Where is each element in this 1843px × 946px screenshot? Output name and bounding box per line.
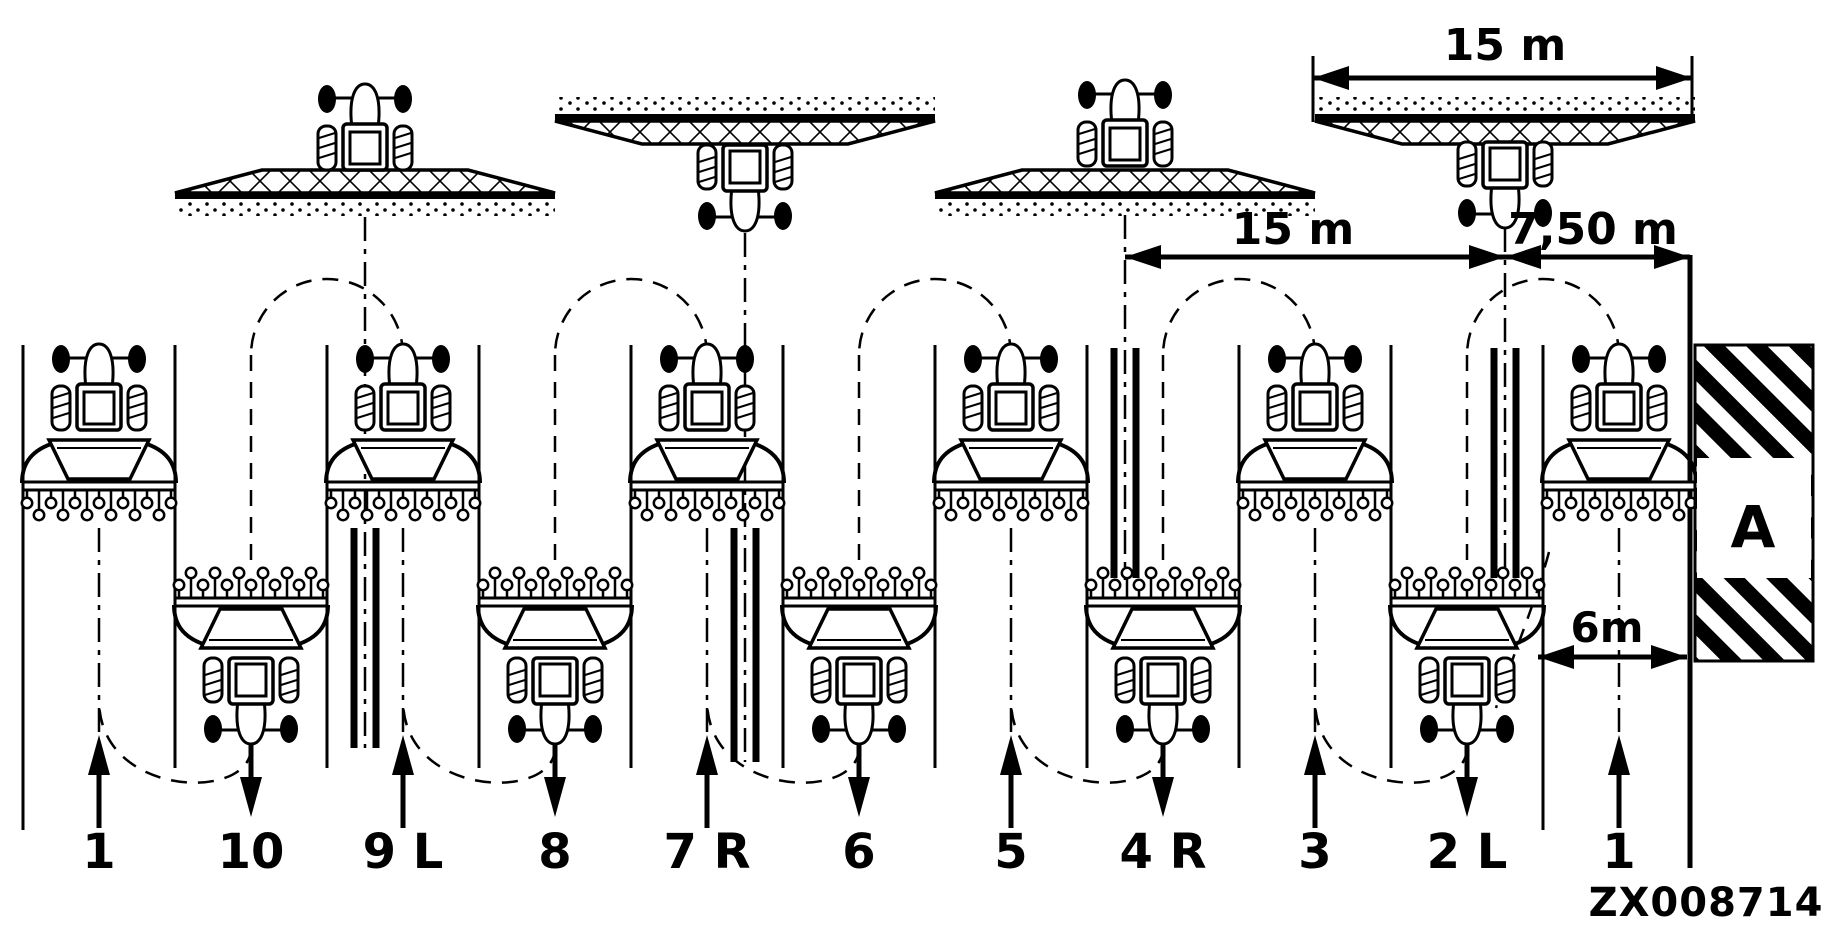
down-arrow-icon bbox=[544, 744, 566, 817]
tractor-icon bbox=[1076, 78, 1174, 168]
dimension-label: 7,50 m bbox=[1508, 204, 1678, 255]
up-arrow-icon bbox=[696, 735, 718, 828]
tramline-track-7R bbox=[730, 233, 760, 762]
lane-boundary-lines bbox=[21, 345, 1545, 830]
sprayer-boom-icon bbox=[475, 565, 635, 650]
tractor-icon bbox=[696, 143, 794, 233]
lane-label: 5 bbox=[994, 824, 1027, 880]
tractor-icon bbox=[316, 82, 414, 172]
sprayer-boom-icon bbox=[19, 438, 179, 523]
up-arrow-icon bbox=[1000, 735, 1022, 828]
tractor-icon bbox=[202, 656, 300, 746]
sprayer-boom-icon bbox=[323, 438, 483, 523]
tractor-icon bbox=[50, 342, 148, 432]
spreader-scene-9L bbox=[173, 82, 557, 218]
down-arrow-icon bbox=[1152, 744, 1174, 817]
tractor-icon bbox=[962, 342, 1060, 432]
tractor-icon bbox=[506, 656, 604, 746]
bottom-turn-loops bbox=[97, 699, 1469, 784]
dimension-label: 15 m bbox=[1232, 204, 1354, 255]
lane-pass-1-left: 1 bbox=[19, 342, 179, 880]
down-arrow-icon bbox=[848, 744, 870, 817]
dimension-edge-half-spacing: 7,50 m bbox=[1505, 204, 1690, 269]
down-arrow-icon bbox=[1456, 744, 1478, 817]
lane-pass-6: 6 bbox=[779, 355, 939, 880]
lane-pass-10: 10 bbox=[171, 355, 331, 880]
lane-label: 7 R bbox=[663, 824, 750, 880]
spread-fan-icon bbox=[173, 168, 557, 218]
sprayer-boom-icon bbox=[627, 438, 787, 523]
tractor-icon bbox=[354, 342, 452, 432]
tractor-icon bbox=[810, 656, 908, 746]
dimension-tramline-spacing: 15 m bbox=[1125, 204, 1505, 269]
down-arrow-icon bbox=[240, 744, 262, 817]
tramline-track-2L bbox=[1490, 228, 1520, 578]
lane-pass-2L: 2 L bbox=[1387, 355, 1547, 880]
tractor-icon bbox=[1266, 342, 1364, 432]
tractor-icon bbox=[1114, 656, 1212, 746]
lane-pass-1-right: 1 bbox=[1539, 342, 1699, 880]
dimension-label: 6m bbox=[1571, 603, 1644, 652]
lane-label: 6 bbox=[842, 824, 875, 880]
spread-fan-icon bbox=[553, 95, 937, 146]
tramline-track-9L bbox=[350, 217, 380, 748]
sprayer-boom-icon bbox=[1235, 438, 1395, 523]
lane-label: 8 bbox=[538, 824, 571, 880]
lane-pass-9L: 9 L bbox=[323, 342, 483, 880]
sprayer-boom-icon bbox=[171, 565, 331, 650]
tractor-icon bbox=[1570, 342, 1668, 432]
dimension-top-spread-width: 15 m bbox=[1311, 20, 1694, 122]
area-label: A bbox=[1731, 493, 1776, 561]
sprayer-boom-icon bbox=[931, 438, 1091, 523]
lane-label: 4 R bbox=[1119, 824, 1206, 880]
field-edge-area: A bbox=[1693, 343, 1815, 663]
lane-pass-4R: 4 R bbox=[1083, 355, 1243, 880]
lane-label: 1 bbox=[82, 824, 115, 880]
top-turn-loops bbox=[249, 277, 1621, 356]
lane-label: 3 bbox=[1298, 824, 1331, 880]
sprayer-boom-icon bbox=[1539, 438, 1699, 523]
tractor-icon bbox=[1418, 656, 1516, 746]
spreader-scene-4R bbox=[933, 78, 1317, 218]
lane-label: 2 L bbox=[1427, 824, 1508, 880]
spreader-scene-7R bbox=[553, 95, 937, 233]
lane-label: 10 bbox=[218, 824, 285, 880]
tractor-icon bbox=[658, 342, 756, 432]
lane-label: 9 L bbox=[363, 824, 444, 880]
up-arrow-icon bbox=[88, 735, 110, 828]
sprayer-boom-icon bbox=[779, 565, 939, 650]
tramline-track-4R bbox=[1110, 215, 1140, 580]
up-arrow-icon bbox=[1608, 735, 1630, 828]
dimension-working-width: 6m bbox=[1538, 603, 1687, 669]
figure-code-label: ZX008714 bbox=[1589, 880, 1824, 926]
lane-label: 1 bbox=[1602, 824, 1635, 880]
lane-pass-7R: 7 R bbox=[627, 342, 787, 880]
spread-fan-icon bbox=[1313, 95, 1697, 146]
up-arrow-icon bbox=[1304, 735, 1326, 828]
lane-pass-8: 8 bbox=[475, 355, 635, 880]
dimension-label: 15 m bbox=[1444, 20, 1566, 71]
lane-pass-5: 5 bbox=[931, 342, 1091, 880]
up-arrow-icon bbox=[392, 735, 414, 828]
lane-pass-3: 3 bbox=[1235, 342, 1395, 880]
sprayer-boom-icon bbox=[1083, 565, 1243, 650]
